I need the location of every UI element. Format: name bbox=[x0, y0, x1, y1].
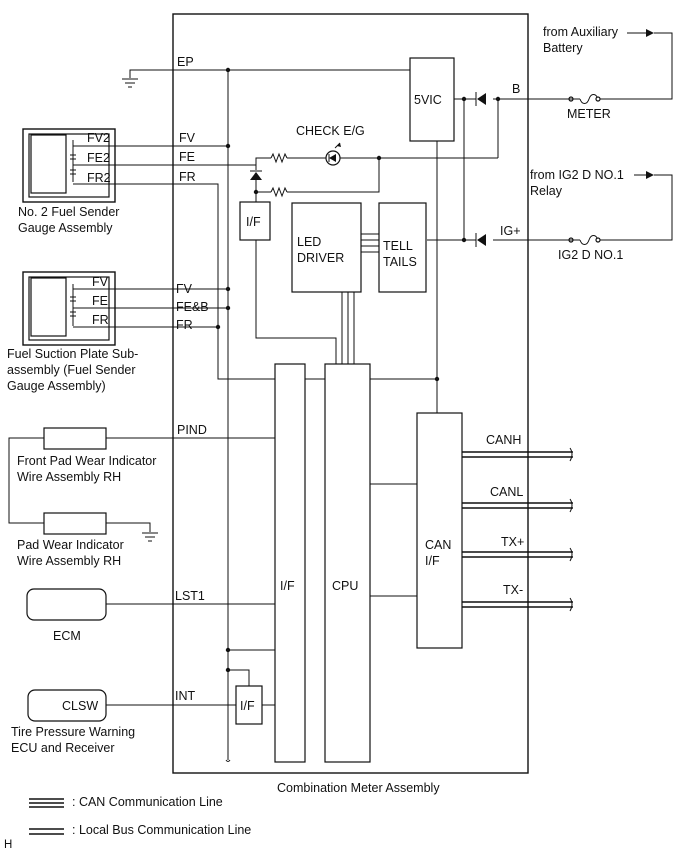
ecm-label: ECM bbox=[53, 629, 81, 643]
led-driver-line1: LED bbox=[297, 235, 321, 249]
tell-tails-line1: TELL bbox=[383, 239, 413, 253]
if-tall-label: I/F bbox=[280, 579, 295, 593]
legend-local: : Local Bus Communication Line bbox=[29, 823, 251, 837]
pin-pind-label: PIND bbox=[177, 423, 207, 437]
aux-battery-arrow-icon bbox=[627, 29, 654, 37]
vic-box bbox=[409, 57, 455, 142]
pad-title-line1: Pad Wear Indicator bbox=[17, 538, 124, 552]
front-pad-title-line2: Wire Assembly RH bbox=[17, 470, 121, 484]
pin-fr-label: FR bbox=[179, 170, 196, 184]
pad-title-line2: Wire Assembly RH bbox=[17, 554, 121, 568]
pin-int-label: INT bbox=[175, 689, 196, 703]
bus-txp-label: TX+ bbox=[501, 535, 524, 549]
if-int-label: I/F bbox=[240, 699, 255, 713]
pad-wear-box bbox=[43, 512, 107, 535]
sender2-title-line1: No. 2 Fuel Sender bbox=[18, 205, 119, 219]
suction-contacts-icon bbox=[70, 296, 76, 317]
ig2-fuse-label: IG2 D NO.1 bbox=[558, 248, 623, 262]
sender2-gauge bbox=[30, 134, 67, 194]
vic-label: 5VIC bbox=[414, 93, 442, 107]
pin-lst1-label: LST1 bbox=[175, 589, 205, 603]
cpu-label: CPU bbox=[332, 579, 358, 593]
meter-fuse-icon bbox=[579, 94, 599, 104]
if-small-label: I/F bbox=[246, 215, 261, 229]
pin-fr2-label: FR bbox=[176, 318, 193, 332]
pin-fv-label: FV bbox=[179, 131, 196, 145]
pin-ig-label: IG+ bbox=[500, 224, 521, 238]
suction-pin-fv: FV bbox=[92, 275, 109, 289]
suction-title-line1: Fuel Suction Plate Sub- bbox=[7, 347, 138, 361]
tell-tails-line2: TAILS bbox=[383, 255, 417, 269]
clsw-label: CLSW bbox=[62, 699, 98, 713]
suction-pin-fr: FR bbox=[92, 313, 109, 327]
suction-gauge bbox=[30, 277, 67, 337]
if-small-box bbox=[239, 201, 271, 241]
if-int-box bbox=[235, 685, 263, 725]
can-if-line1: CAN bbox=[425, 538, 451, 552]
tpms-title-line2: ECU and Receiver bbox=[11, 741, 115, 755]
if-tall-box bbox=[274, 363, 306, 763]
resistor-2-icon bbox=[270, 186, 288, 198]
front-pad-wear-box bbox=[43, 427, 107, 450]
check-eg-label: CHECK E/G bbox=[296, 124, 365, 138]
bus-canh-label: CANH bbox=[486, 433, 521, 447]
pin-fe-label: FE bbox=[179, 150, 195, 164]
sender2-title-line2: Gauge Assembly bbox=[18, 221, 113, 235]
pin-b-label: B bbox=[512, 82, 520, 96]
aux-battery-line2: Battery bbox=[543, 41, 583, 55]
legend-can: : CAN Communication Line bbox=[29, 795, 223, 809]
diode-check-icon bbox=[250, 170, 262, 180]
suction-title-line2: assembly (Fuel Sender bbox=[7, 363, 136, 377]
led-driver-box bbox=[291, 202, 362, 293]
bus-canl-label: CANL bbox=[490, 485, 523, 499]
pin-feb-label: FE&B bbox=[176, 300, 209, 314]
front-pad-title-line1: Front Pad Wear Indicator bbox=[17, 454, 156, 468]
suction-title-line3: Gauge Assembly) bbox=[7, 379, 106, 393]
tell-tails-box bbox=[378, 202, 427, 293]
ig2-relay-arrow-icon bbox=[634, 171, 654, 179]
ground-ep-icon bbox=[122, 78, 138, 88]
suction-pin-fe: FE bbox=[92, 294, 108, 308]
can-if-box bbox=[416, 412, 463, 649]
pin-fv2-label: FV bbox=[176, 282, 193, 296]
meter-fuse-label: METER bbox=[567, 107, 611, 121]
corner-mark: H bbox=[4, 839, 12, 851]
ig2-relay-line2: Relay bbox=[530, 184, 563, 198]
led-driver-line2: DRIVER bbox=[297, 251, 344, 265]
ecm-box bbox=[26, 588, 107, 621]
pin-ep-label: EP bbox=[177, 55, 194, 69]
aux-battery-line1: from Auxiliary bbox=[543, 25, 619, 39]
tpms-title-line1: Tire Pressure Warning bbox=[11, 725, 135, 739]
ig2-fuse-icon bbox=[579, 235, 599, 245]
legend-can-label: : CAN Communication Line bbox=[72, 795, 223, 809]
sender2-pin-fv2: FV2 bbox=[87, 131, 110, 145]
cpu-box bbox=[324, 363, 371, 763]
can-if-line2: I/F bbox=[425, 554, 440, 568]
legend-local-label: : Local Bus Communication Line bbox=[72, 823, 251, 837]
sender2-contacts-icon bbox=[70, 154, 76, 175]
ig2-relay-line1: from IG2 D NO.1 bbox=[530, 168, 624, 182]
sender2-pin-fr2: FR2 bbox=[87, 171, 111, 185]
combination-meter-title: Combination Meter Assembly bbox=[277, 781, 440, 795]
ground-pad-icon bbox=[142, 532, 158, 542]
sender2-pin-fe2: FE2 bbox=[87, 151, 110, 165]
resistor-1-icon bbox=[270, 152, 288, 164]
bus-txm-label: TX- bbox=[503, 583, 523, 597]
